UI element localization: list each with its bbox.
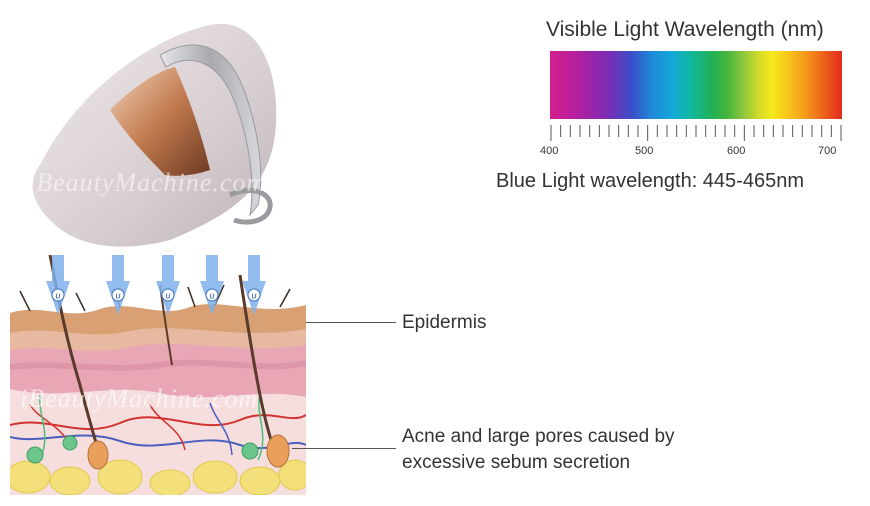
tick-label-400: 400 <box>540 145 559 157</box>
watermark-top: iBeautyMachine.com <box>28 168 267 197</box>
acne-label-line1: Acne and large pores caused by <box>402 426 675 447</box>
led-mask-image <box>32 23 277 247</box>
mask-visor <box>110 67 210 176</box>
acne-label-line2: excessive sebum secretion <box>402 452 631 473</box>
tick-label-600: 600 <box>727 145 746 157</box>
arrow-letter: u <box>55 291 60 301</box>
light-arrow: u <box>200 255 224 315</box>
tick-label-500: 500 <box>635 145 654 157</box>
mask-band <box>159 44 262 217</box>
spectrum-title: Visible Light Wavelength (nm) <box>546 18 824 41</box>
light-arrow: u <box>242 255 266 315</box>
epidermis-leader-line <box>306 322 396 323</box>
blue-light-note: Blue Light wavelength: 445-465nm <box>496 170 804 192</box>
light-arrow: u <box>46 255 70 315</box>
arrow-letter: u <box>165 291 170 301</box>
spectrum-bar <box>550 51 842 119</box>
acne-label: Acne and large pores caused by excessive… <box>402 424 675 476</box>
arrow-letter: u <box>115 291 120 301</box>
light-arrow: u <box>106 255 130 315</box>
tick-label-700: 700 <box>818 145 837 157</box>
wavelength-ruler <box>550 125 842 141</box>
arrow-letter: u <box>251 291 256 301</box>
light-arrow: u <box>156 255 180 315</box>
arrow-letter: u <box>209 291 214 301</box>
watermark-bottom: iBeautyMachine.com <box>20 384 259 413</box>
acne-leader-line <box>292 448 396 449</box>
epidermis-label: Epidermis <box>402 312 487 333</box>
